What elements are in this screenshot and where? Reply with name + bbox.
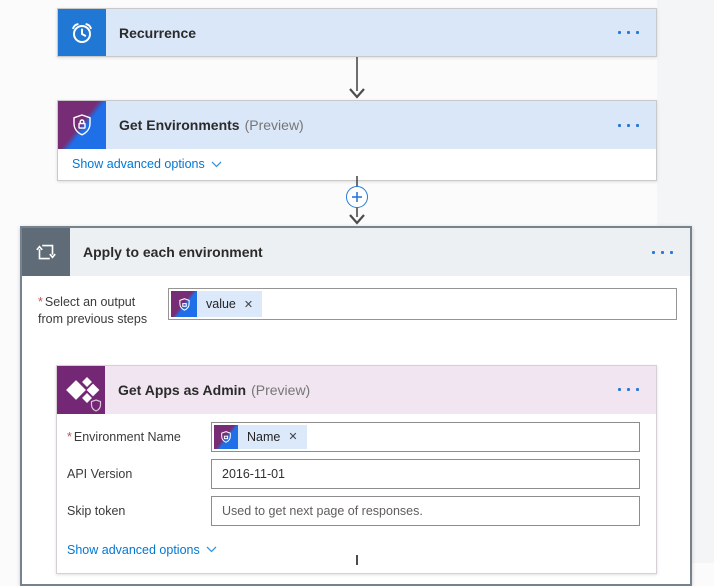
advanced-options-label: Show advanced options [67, 542, 200, 557]
shield-lock-icon [178, 297, 190, 311]
get-apps-advanced-options-link[interactable]: Show advanced options [67, 543, 217, 557]
get-environments-card-header[interactable]: Get Environments (Preview) [58, 101, 656, 149]
recurrence-card: Recurrence [57, 8, 657, 57]
select-output-label-line1: Select an output [44, 295, 136, 309]
shield-lock-icon [221, 430, 231, 443]
loop-icon [36, 244, 56, 260]
environment-name-label: *Environment Name [67, 430, 211, 444]
recurrence-icon-tile [58, 9, 106, 56]
api-version-label: API Version [67, 467, 211, 481]
apply-to-each-header[interactable]: Apply to each environment [22, 228, 690, 276]
environment-name-input[interactable]: Name ✕ [211, 421, 640, 452]
apply-to-each-title: Apply to each environment [83, 244, 263, 260]
get-apps-preview-tag: (Preview) [251, 381, 311, 398]
api-version-label-text: API Version [67, 466, 133, 481]
select-output-row: *Select an output from previous steps va… [38, 288, 677, 328]
apply-to-each-scope: Apply to each environment *Select an out… [20, 226, 692, 586]
recurrence-menu-button[interactable] [614, 25, 643, 40]
skip-token-label: Skip token [67, 504, 211, 518]
api-version-row: API Version [67, 458, 640, 489]
get-apps-card: Get Apps as Admin (Preview) *Environment… [56, 364, 657, 574]
get-environments-card: Get Environments (Preview) Show advanced… [57, 100, 657, 181]
required-marker: * [38, 295, 43, 309]
required-marker: * [67, 429, 72, 444]
select-output-input[interactable]: value ✕ [168, 288, 677, 320]
skip-token-row: Skip token [67, 495, 640, 526]
insert-step-button[interactable] [346, 186, 368, 208]
select-output-label: *Select an output from previous steps [38, 288, 154, 328]
get-environments-title: Get Environments [119, 117, 240, 133]
shield-lock-icon [73, 114, 91, 136]
connector-line-bottom [356, 555, 358, 565]
power-apps-admin-icon [66, 376, 102, 412]
get-environments-preview-tag: (Preview) [244, 117, 304, 133]
get-environments-advanced-options-link[interactable]: Show advanced options [72, 157, 222, 171]
name-token[interactable]: Name ✕ [214, 424, 307, 449]
get-apps-card-header[interactable]: Get Apps as Admin (Preview) [57, 365, 656, 414]
name-token-icon-tile [214, 424, 238, 449]
chevron-down-icon [206, 546, 217, 553]
environment-name-label-text: Environment Name [73, 429, 181, 444]
get-apps-menu-button[interactable] [614, 382, 643, 397]
value-token-remove-button[interactable]: ✕ [243, 298, 254, 311]
get-environments-icon-tile [58, 101, 106, 149]
value-token-label: value [206, 297, 236, 311]
api-version-input[interactable] [211, 458, 640, 489]
skip-token-label-text: Skip token [67, 503, 126, 518]
chevron-down-icon [211, 161, 222, 167]
recurrence-title: Recurrence [119, 24, 197, 41]
connector-arrow-1 [349, 57, 365, 99]
value-token[interactable]: value ✕ [171, 291, 263, 317]
apply-to-each-menu-button[interactable] [648, 245, 677, 260]
get-apps-icon-tile [57, 365, 105, 414]
plus-icon [352, 192, 362, 202]
skip-token-input[interactable] [211, 495, 640, 526]
value-token-icon-tile [171, 291, 197, 317]
apply-to-each-icon-tile [22, 228, 70, 276]
select-output-label-line2: from previous steps [38, 311, 148, 326]
get-environments-menu-button[interactable] [614, 118, 643, 133]
name-token-remove-button[interactable]: ✕ [288, 431, 298, 444]
get-apps-title: Get Apps as Admin [118, 381, 247, 398]
name-token-label: Name [247, 429, 281, 444]
recurrence-card-header[interactable]: Recurrence [58, 9, 656, 56]
environment-name-row: *Environment Name [67, 421, 640, 452]
alarm-clock-icon [72, 22, 92, 43]
advanced-options-label: Show advanced options [72, 157, 205, 171]
